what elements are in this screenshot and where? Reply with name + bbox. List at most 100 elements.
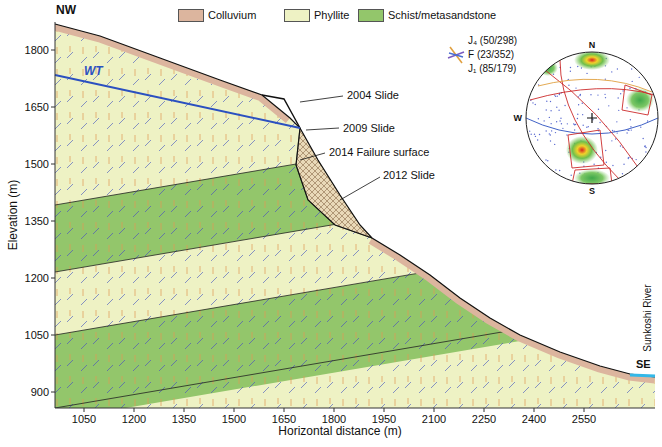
pole-dot: [547, 160, 548, 161]
pole-dot: [562, 128, 563, 129]
tick: [51, 107, 55, 108]
pole-dot: [554, 94, 555, 95]
pole-dot: [629, 88, 630, 89]
pole-dot: [642, 138, 643, 139]
water-table: [55, 75, 300, 128]
colluvium-cover: [55, 24, 290, 118]
pole-dot: [612, 130, 613, 131]
pole-dot: [628, 157, 629, 158]
contact-line: [55, 233, 655, 335]
tick-label: 1200: [25, 272, 49, 285]
pole-dot: [640, 126, 641, 127]
pole-dot: [620, 93, 621, 94]
tick-label: 1200: [122, 413, 146, 426]
pole-dot: [543, 120, 544, 121]
failure-surface: [296, 128, 372, 238]
pole-dot: [559, 170, 560, 171]
tick-label: 1950: [372, 413, 396, 426]
pole-dot: [605, 97, 606, 98]
compass-letter: N: [589, 40, 596, 50]
tick: [51, 164, 55, 165]
pole-dot: [606, 162, 607, 163]
pole-dot: [577, 118, 578, 119]
leader-line: [300, 96, 343, 102]
pole-dot: [550, 140, 551, 141]
pole-dot: [532, 102, 533, 103]
great-circle: [538, 79, 652, 92]
joint-label: J₁ (85/179): [468, 63, 516, 75]
pole-dot: [535, 136, 536, 137]
pole-dot: [618, 110, 619, 111]
tick-label: 1050: [25, 329, 49, 342]
pole-dot: [582, 125, 583, 126]
pole-dot: [639, 77, 640, 78]
pole-dot: [628, 158, 629, 159]
pole-dot: [597, 128, 598, 129]
pole-dot: [577, 114, 578, 115]
pole-dot: [647, 120, 648, 121]
pole-dot: [539, 134, 540, 135]
pole-dot: [593, 163, 594, 164]
schist-unit: [55, 233, 655, 420]
pole-dot: [615, 138, 616, 139]
pole-dot: [559, 120, 560, 121]
axis-title: Horizontal distance (m): [278, 425, 401, 439]
center-mark: [587, 113, 597, 123]
compass-letter: S: [589, 186, 595, 196]
tick-label: 1350: [172, 413, 196, 426]
compass-letter: W: [514, 113, 523, 123]
joint-label: J₄ (50/298): [468, 35, 517, 47]
pole-dot: [560, 118, 561, 119]
slide-mass: [296, 128, 372, 238]
pole-dot: [556, 121, 557, 122]
tick-label: 2250: [472, 413, 496, 426]
pole-dot: [556, 107, 557, 108]
pole-dot: [555, 132, 556, 133]
tick: [51, 50, 55, 51]
pole-dot: [631, 129, 632, 130]
pole-dot: [555, 169, 556, 170]
pole-dot: [575, 87, 576, 88]
pole-dot: [564, 105, 565, 106]
set-window: [572, 168, 612, 184]
pole-dot: [622, 90, 623, 91]
great-circle: [560, 60, 620, 180]
pole-dot: [622, 173, 623, 174]
colluvium-cover: [372, 238, 655, 377]
pole-dot: [623, 164, 624, 165]
legend-swatch: [284, 9, 310, 22]
pole-dot: [597, 94, 598, 95]
pole-dot: [616, 132, 617, 133]
legend-text: Schist/metasandstone: [388, 9, 496, 22]
joint-symbol: [450, 47, 462, 63]
pole-dot: [529, 130, 530, 131]
pole-dot: [645, 147, 646, 148]
pole-dot: [616, 121, 617, 122]
tick: [51, 335, 55, 336]
slide-label: 2012 Slide: [383, 169, 435, 182]
tick: [434, 408, 435, 412]
pole-dot: [570, 67, 571, 68]
stereonet: [526, 52, 658, 184]
pole-dot: [545, 159, 546, 160]
pole-dot: [561, 123, 562, 124]
pole-dot: [567, 123, 568, 124]
legend-item: Phyllite: [284, 9, 349, 22]
pole-dot: [582, 103, 583, 104]
pole-dot: [605, 150, 606, 151]
pole-dot: [550, 110, 551, 111]
tick: [51, 278, 55, 279]
pole-dot: [586, 127, 587, 128]
stereonet-outline: [526, 52, 658, 184]
tick: [384, 408, 385, 412]
pole-dot: [546, 109, 547, 110]
direction-label: SE: [636, 358, 651, 371]
pole-dot: [537, 139, 538, 140]
pole-dot: [626, 132, 627, 133]
slide-label: 2014 Failure surface: [329, 146, 429, 159]
pole-dot: [635, 159, 636, 160]
slide-label: 2009 Slide: [343, 122, 395, 135]
tick: [534, 408, 535, 412]
tick-label: 2100: [422, 413, 446, 426]
tick: [284, 408, 285, 412]
